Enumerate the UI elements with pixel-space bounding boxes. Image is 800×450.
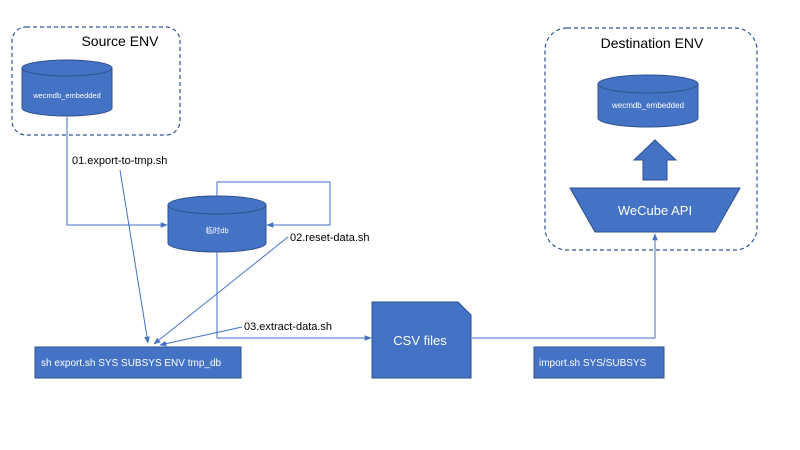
- temp-db-label: 临时db: [205, 225, 228, 235]
- import-command-box: import.sh SYS/SUBSYS: [533, 346, 665, 379]
- source-env-title: Source ENV: [81, 33, 159, 49]
- wecube-api-node: WeCube API: [569, 187, 741, 233]
- destination-env-title: Destination ENV: [601, 35, 704, 51]
- connector-temp-to-csv: [216, 252, 372, 341]
- destination-db-cylinder: wecmdb_embedded: [597, 74, 699, 128]
- up-arrow-icon: [632, 139, 678, 181]
- connector-csv-to-api: [472, 233, 658, 339]
- connector-source-to-temp: [66, 117, 168, 228]
- connector-step01-to-export: [119, 169, 150, 344]
- connector-reset-loop: [216, 181, 331, 228]
- destination-env-group: [544, 27, 758, 251]
- step-reset-data-label: 02.reset-data.sh: [290, 232, 370, 244]
- export-command-box: sh export.sh SYS SUBSYS ENV tmp_db: [34, 346, 242, 379]
- source-db-label: wecmdb_embedded: [32, 91, 101, 100]
- temp-db-cylinder: 临时db: [167, 195, 267, 253]
- source-env-group: [11, 26, 181, 136]
- csv-files-label: CSV files: [393, 333, 447, 348]
- import-command-label: import.sh SYS/SUBSYS: [539, 358, 647, 369]
- export-command-label: sh export.sh SYS SUBSYS ENV tmp_db: [41, 358, 222, 369]
- connector-step03-to-export: [159, 326, 243, 347]
- wecube-api-label: WeCube API: [618, 203, 692, 218]
- step-extract-data-label: 03.extract-data.sh: [244, 321, 332, 333]
- connector-step02-to-export: [153, 236, 289, 345]
- step-export-to-tmp-label: 01.export-to-tmp.sh: [72, 155, 167, 167]
- csv-files-node: CSV files: [371, 301, 472, 379]
- destination-db-label: wecmdb_embedded: [611, 101, 684, 110]
- source-db-cylinder: wecmdb_embedded: [21, 59, 113, 117]
